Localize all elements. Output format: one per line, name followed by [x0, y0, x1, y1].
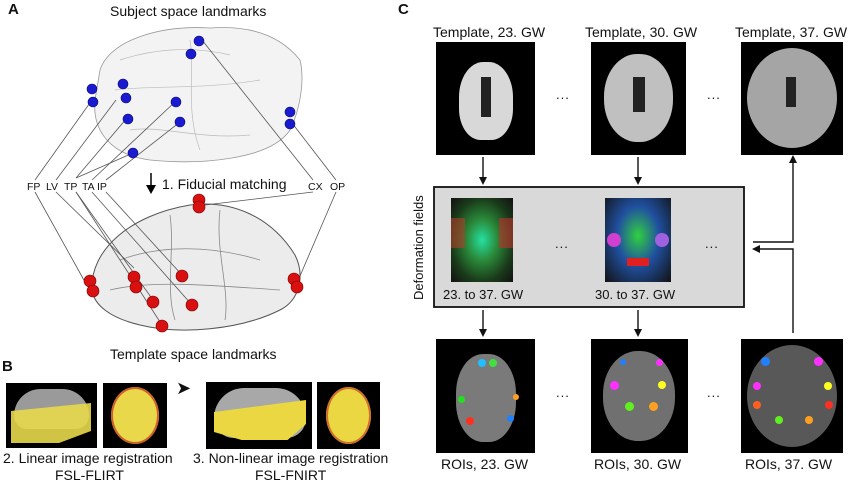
subject-marker: [284, 118, 296, 130]
deformation-23-37-label: 23. to 37. GW: [443, 287, 524, 302]
template-marker: [290, 280, 304, 294]
step-fiducial-matching: 1. Fiducial matching: [162, 176, 287, 192]
arrowheads: [479, 155, 797, 337]
template-37-title: Template, 37. GW: [735, 24, 848, 40]
deformation-fields-label: Deformation fields: [411, 195, 426, 300]
subject-marker: [86, 83, 98, 95]
ellipsis-deformation-1: ...: [555, 236, 569, 251]
panel-label-b: B: [2, 358, 13, 375]
panel-label-a: A: [8, 1, 19, 18]
template-37-image: [741, 42, 843, 155]
subject-space-title: Subject space landmarks: [110, 3, 267, 19]
panel-c-flow-arrows: [482, 157, 794, 333]
subject-marker: [120, 92, 132, 104]
template-30-title: Template, 30. GW: [585, 24, 698, 40]
template-space-title: Template space landmarks: [110, 346, 277, 362]
landmark-label-fp: FP: [27, 181, 41, 193]
subject-marker: [122, 113, 134, 125]
template-brain-mesh: [91, 203, 301, 331]
subject-marker: [117, 78, 129, 90]
roi-30-label: ROIs, 30. GW: [594, 456, 682, 472]
template-marker: [129, 280, 143, 294]
ellipsis-deformation-2: ...: [705, 236, 719, 251]
ellipsis-rois-2: ...: [707, 385, 721, 400]
subject-marker: [87, 96, 99, 108]
template-marker: [86, 284, 100, 298]
nonlinear-axial-image: [317, 382, 380, 449]
template-marker: [146, 295, 160, 309]
subject-marker: [185, 48, 197, 60]
landmark-label-lv: LV: [46, 181, 59, 193]
nonlinear-sagittal-image: [206, 382, 312, 449]
step-linear-registration: 2. Linear image registration: [3, 450, 173, 466]
roi-23-image: [436, 339, 535, 453]
subject-markers: [86, 35, 296, 159]
roi-23-label: ROIs, 23. GW: [441, 456, 529, 472]
subject-marker: [174, 116, 186, 128]
template-30-image: [591, 42, 686, 155]
deformation-30-37-image: [605, 198, 671, 282]
fiducial-arrow-icon: [146, 173, 156, 194]
tool-fsl-fnirt: FSL-FNIRT: [255, 467, 327, 483]
linear-sagittal-image: [6, 383, 97, 448]
registration-arrow-icon: ➤: [176, 378, 192, 398]
panel-label-c: C: [398, 1, 409, 18]
ellipsis-templates-1: ...: [556, 87, 570, 102]
subject-marker: [284, 106, 296, 118]
template-markers: [83, 193, 304, 333]
step-nonlinear-registration: 3. Non-linear image registration: [193, 450, 389, 466]
roi-37-label: ROIs, 37. GW: [745, 456, 833, 472]
template-23-image: [436, 42, 535, 155]
template-marker: [192, 200, 206, 214]
landmark-label-cx: CX: [308, 181, 323, 193]
template-marker: [155, 319, 169, 333]
landmark-label-op: OP: [330, 181, 346, 193]
deformation-30-37-label: 30. to 37. GW: [595, 287, 676, 302]
ellipsis-rois-1: ...: [556, 385, 570, 400]
template-marker: [175, 269, 189, 283]
roi-37-image: [741, 339, 843, 453]
template-23-title: Template, 23. GW: [433, 24, 546, 40]
ellipsis-templates-2: ...: [707, 87, 721, 102]
landmark-label-tp: TP: [64, 181, 78, 193]
subject-marker: [127, 147, 139, 159]
linear-axial-image: [103, 383, 167, 448]
landmark-label-ip: IP: [97, 181, 107, 193]
subject-marker: [193, 35, 205, 47]
deformation-23-37-image: [451, 198, 513, 282]
template-marker: [185, 298, 199, 312]
subject-marker: [170, 96, 182, 108]
roi-30-image: [591, 339, 688, 453]
tool-fsl-flirt: FSL-FLIRT: [55, 467, 124, 483]
landmark-label-ta: TA: [82, 181, 95, 193]
